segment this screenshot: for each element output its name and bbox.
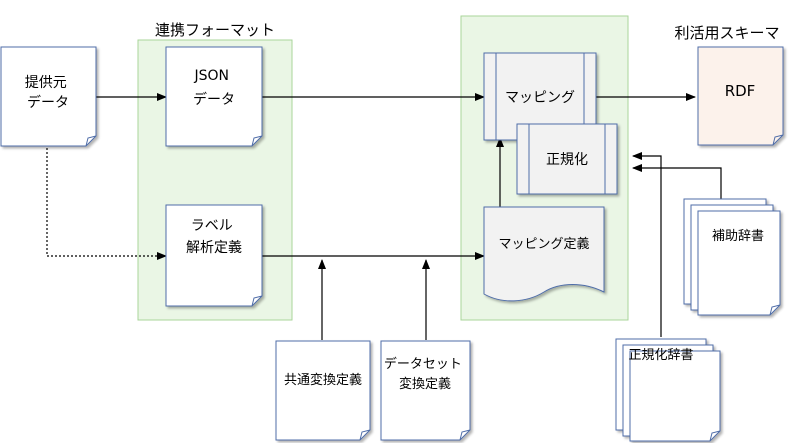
label-definition-document: ラベル 解析定義 bbox=[165, 204, 263, 307]
mapping-definition-label: マッピング定義 bbox=[498, 236, 589, 252]
common-conversion-definition-label: 共通変換定義 bbox=[284, 372, 362, 388]
schema-title: 利活用スキーマ bbox=[674, 24, 779, 42]
format-group-title: 連携フォーマット bbox=[155, 21, 275, 39]
json-data-document: JSON データ bbox=[165, 46, 263, 147]
dataset-conversion-definition-document: データセット 変換定義 bbox=[380, 340, 471, 441]
dataset-conversion-definition-label-line2: 変換定義 bbox=[399, 376, 451, 392]
dotted-source-to-label bbox=[46, 148, 167, 260]
dataset-conversion-definition-label-line1: データセット bbox=[384, 356, 462, 372]
mapping-label: マッピング bbox=[505, 90, 575, 106]
label-definition-label-line1: ラベル bbox=[191, 218, 233, 234]
json-data-label-line2: データ bbox=[193, 91, 235, 108]
connectors bbox=[46, 93, 722, 340]
normalize-process: 正規化 bbox=[516, 123, 618, 195]
source-data-label-line2: データ bbox=[27, 94, 69, 111]
mapping-definition-document: マッピング定義 bbox=[483, 206, 605, 302]
norm-dictionary-label: 正規化辞書 bbox=[628, 348, 693, 363]
aux-dictionary-documents: 補助辞書 bbox=[683, 198, 781, 316]
rdf-document: RDF bbox=[697, 46, 784, 146]
svg-text:ラベル 解析定義: ラベル 解析定義 bbox=[186, 218, 242, 256]
norm-dictionary-documents: 正規化辞書 bbox=[615, 338, 721, 442]
arrow-norm-dict-to-normalize bbox=[632, 152, 662, 337]
svg-text:JSON データ: JSON データ bbox=[193, 68, 235, 108]
svg-text:データセット 変換定義: データセット 変換定義 bbox=[384, 356, 466, 392]
source-data-label-line1: 提供元 bbox=[25, 75, 67, 91]
rdf-label: RDF bbox=[725, 82, 756, 100]
arrow-aux-dict-to-normalize bbox=[632, 164, 722, 199]
label-definition-label-line2: 解析定義 bbox=[186, 239, 242, 256]
source-data-document: 提供元 データ bbox=[0, 46, 97, 147]
common-conversion-definition-document: 共通変換定義 bbox=[275, 340, 371, 441]
json-data-label-line1: JSON bbox=[194, 68, 230, 84]
aux-dictionary-label: 補助辞書 bbox=[712, 229, 764, 244]
normalize-label: 正規化 bbox=[546, 152, 588, 168]
svg-text:提供元 データ: 提供元 データ bbox=[25, 75, 71, 111]
